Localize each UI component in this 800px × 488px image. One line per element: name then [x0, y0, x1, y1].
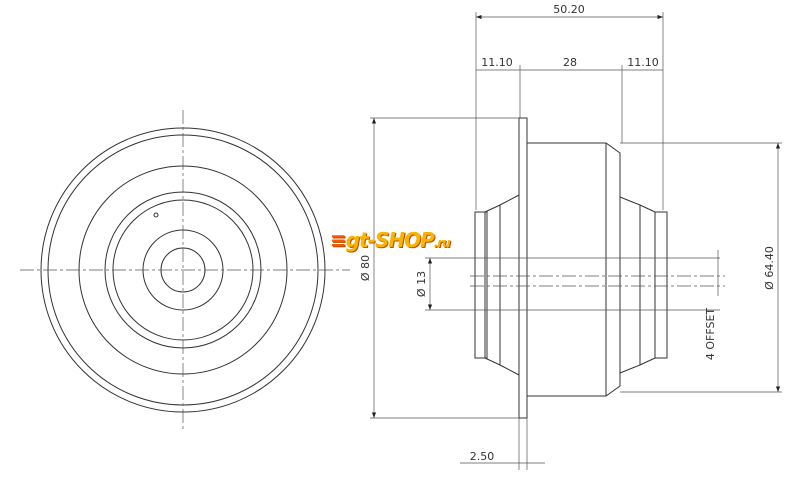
dim-overall-length: 50.20: [553, 3, 585, 16]
dim-offset: 4 OFFSET: [704, 308, 717, 361]
dim-flange-thickness: 2.50: [470, 450, 495, 463]
dimension-lines: [370, 12, 782, 470]
dim-right-end: 11.10: [627, 56, 659, 69]
dimension-labels: 50.20 11.10 28 11.10 Ø 80 Ø 13 Ø 64.40 4…: [359, 3, 776, 463]
watermark-logo: ≡gt-SHOP.ru: [330, 228, 451, 252]
dim-body-diameter: Ø 64.40: [763, 246, 776, 290]
side-view: [470, 117, 725, 419]
dim-middle: 28: [563, 56, 577, 69]
dim-bore-diameter: Ø 13: [415, 271, 428, 297]
dim-left-end: 11.10: [481, 56, 513, 69]
dim-flange-diameter: Ø 80: [359, 255, 372, 281]
front-view: [20, 110, 350, 430]
